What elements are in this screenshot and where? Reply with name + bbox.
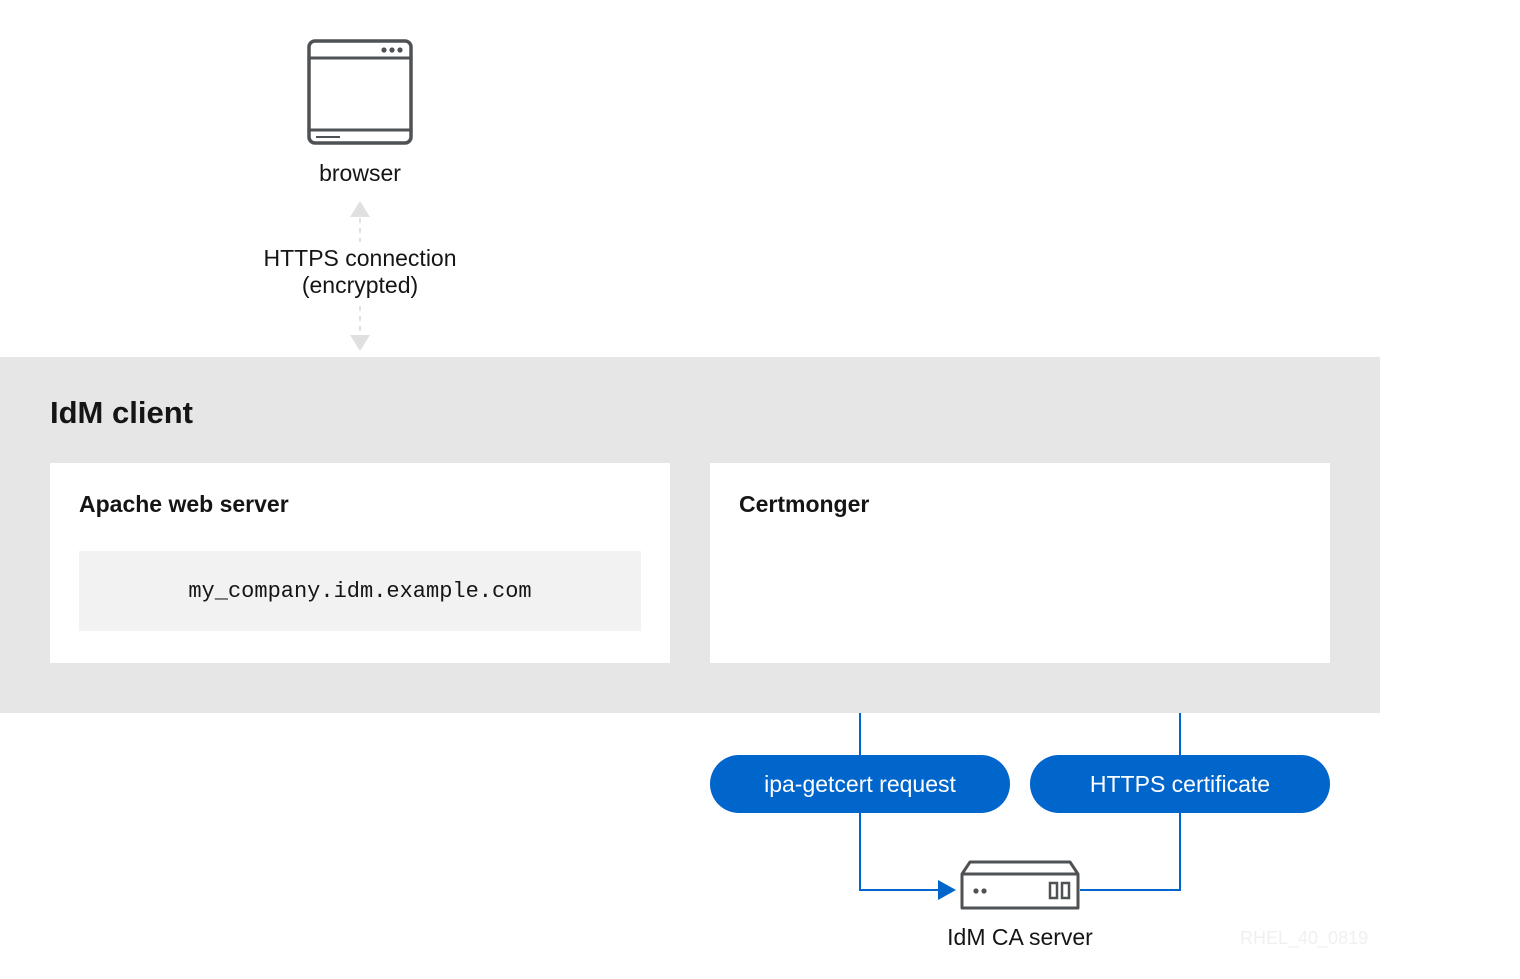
idm-ca-server-label: IdM CA server — [947, 924, 1093, 950]
hostname-box: my_company.idm.example.com — [79, 551, 641, 631]
https-connection-arrow — [350, 201, 370, 351]
browser-label: browser — [319, 160, 401, 186]
https-connection-title: HTTPS connection — [263, 245, 457, 271]
server-icon — [960, 860, 1080, 910]
certmonger-title: Certmonger — [739, 491, 870, 517]
apache-web-server-title: Apache web server — [79, 491, 289, 517]
https-certificate-label: HTTPS certificate — [1089, 770, 1271, 797]
certmonger-panel — [710, 463, 1330, 663]
idm-client-title: IdM client — [50, 395, 193, 430]
diagram-id-watermark: RHEL_40_0819 — [1240, 928, 1369, 948]
https-certificate-pill: HTTPS certificate — [1030, 755, 1330, 813]
browser-window-icon — [307, 39, 413, 145]
ipa-getcert-request-pill: ipa-getcert request — [710, 755, 1010, 813]
https-connection-sublabel: (encrypted) — [301, 272, 419, 298]
https-connection-label: HTTPS connection (encrypted) — [210, 245, 510, 299]
ipa-getcert-request-label: ipa-getcert request — [764, 770, 956, 797]
hostname-text: my_company.idm.example.com — [188, 578, 532, 604]
